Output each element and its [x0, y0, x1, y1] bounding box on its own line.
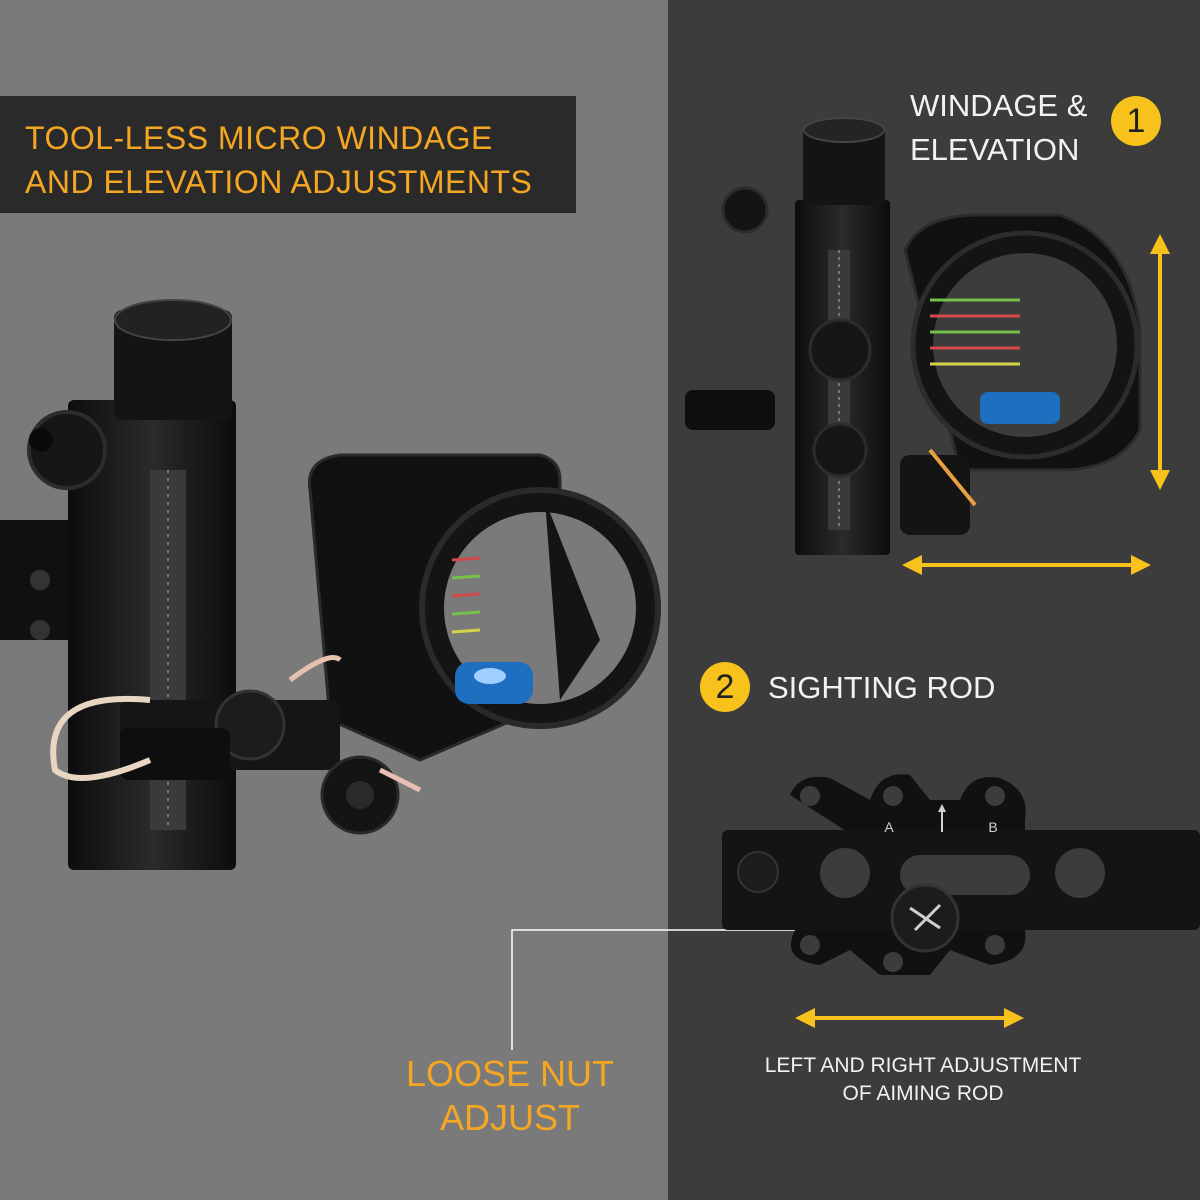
feature-badge-2: 2 — [700, 662, 750, 712]
rod-logo-icon — [737, 851, 779, 893]
windage-elevation-line-1: WINDAGE & — [910, 88, 1088, 123]
rod-caption-line-1: LEFT AND RIGHT ADJUSTMENT — [764, 1054, 1082, 1077]
bow-sight-large — [0, 299, 661, 870]
sighting-rod-label: SIGHTING ROD — [768, 670, 996, 705]
small-bubble-level — [980, 392, 1060, 424]
headline-line-2: AND ELEVATION ADJUSTMENTS — [25, 164, 533, 200]
horizontal-double-arrow-icon — [902, 555, 1151, 575]
rod-mark-b: B — [988, 819, 997, 835]
rod-top-bracket — [790, 774, 1026, 840]
fiber-optic — [50, 695, 152, 781]
headline-box — [0, 96, 576, 213]
windage-elevation-label: WINDAGE & ELEVATION — [910, 84, 1110, 172]
feature-badge-1: 1 — [1111, 96, 1161, 146]
small-elevation-knob — [803, 125, 885, 205]
rod-caption-line-2: OF AIMING ROD — [842, 1082, 1004, 1105]
sight-pin-screw — [120, 728, 230, 780]
horizontal-double-arrow-icon — [795, 1008, 1024, 1028]
loose-nut-line-1: LOOSE NUT — [405, 1053, 615, 1094]
rod-bottom-bracket — [790, 930, 1026, 975]
windage-elevation-line-2: ELEVATION — [910, 132, 1080, 167]
headline-line-1: TOOL-LESS MICRO WINDAGE — [25, 120, 493, 156]
bow-sight-small — [685, 117, 1142, 555]
rod-caption: LEFT AND RIGHT ADJUSTMENT OF AIMING ROD — [740, 1052, 1106, 1108]
small-lock-knob — [900, 455, 970, 535]
headline: TOOL-LESS MICRO WINDAGE AND ELEVATION AD… — [25, 116, 565, 204]
loose-nut-callout: LOOSE NUT ADJUST — [380, 1052, 640, 1140]
loose-nut-line-2: ADJUST — [439, 1097, 580, 1138]
rod-mark-a: A — [884, 819, 894, 835]
vertical-double-arrow-icon — [1150, 234, 1170, 490]
sighting-rod: A B — [722, 774, 1200, 975]
loose-nut — [214, 689, 286, 761]
